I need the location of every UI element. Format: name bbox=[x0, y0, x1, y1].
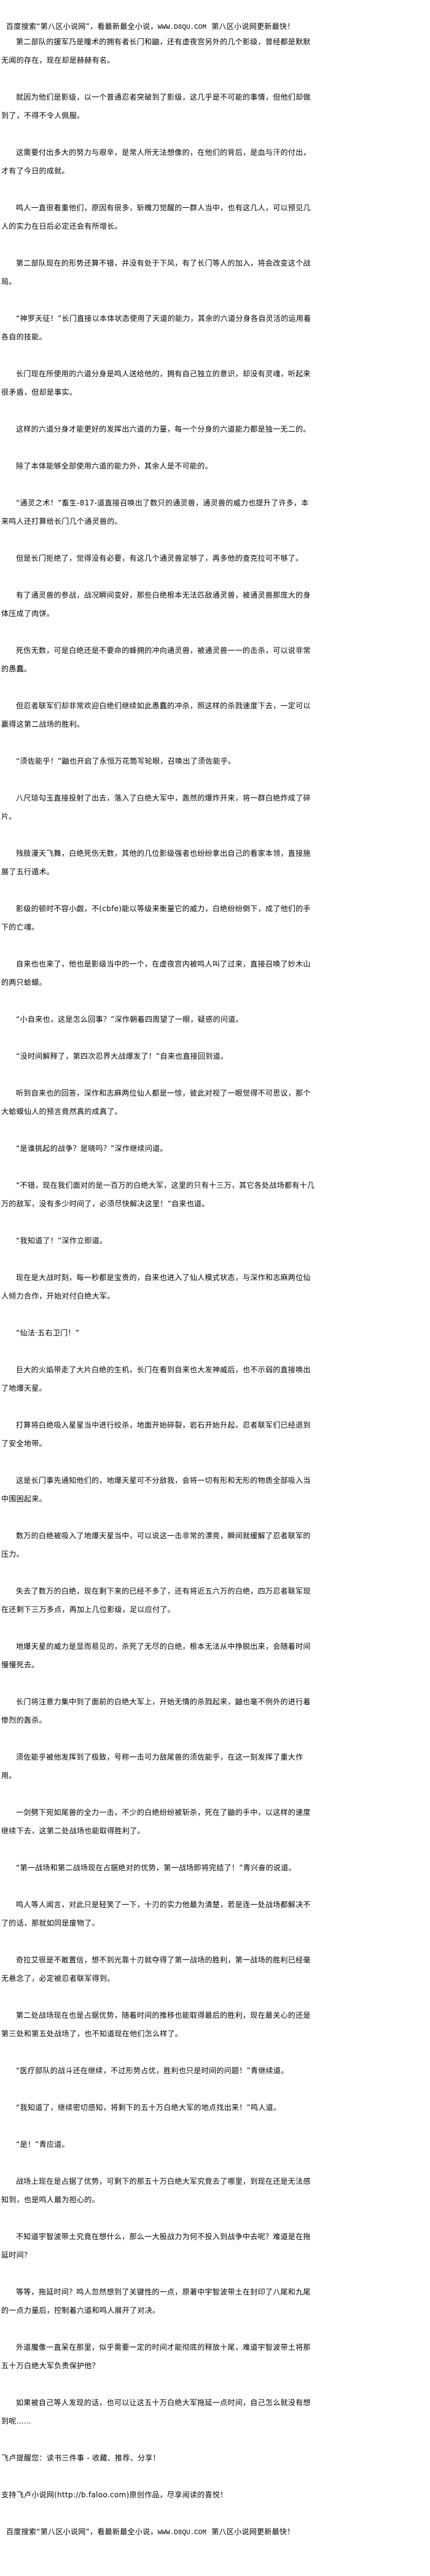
faloo-reminder: 飞卢提醒您：读书三件事 - 收藏、推荐、分享！ bbox=[1, 2454, 160, 2462]
chapter-body: 第二部队的援军乃是瞳术的拥有者长门和鼬，还有虚夜宫另外的几个影级，曾经都是默默无… bbox=[1, 33, 316, 2430]
chapter-paragraph: 听到自来也的回答，深作和志麻两位仙人都是一惊，彼此对视了一眼觉得不可思议，那个大… bbox=[1, 1089, 311, 1116]
chapter-paragraph: “小自来也，这是怎么回事？”深作朝着四周望了一眼，疑惑的问道。 bbox=[16, 1015, 243, 1024]
chapter-paragraph: 须佐能乎被他发挥到了极致，号称一击可力敌尾兽的须佐能乎，在这一刻发挥了重大作用。 bbox=[1, 1753, 303, 1780]
chapter-paragraph: 地爆天星的威力是显而易见的，杀死了无尽的白绝，根本无法从中挣脱出来，会随着时间慢… bbox=[1, 1642, 311, 1669]
chapter-paragraph: “我知道了，继续密切感知，将剩下的五十万白绝大军的地点找出来！”鸣人道。 bbox=[16, 2103, 281, 2112]
site-url-link[interactable]: WWW.D8QU.COM bbox=[157, 2529, 206, 2537]
chapter-paragraph: 巨大的火焰带走了大片白绝的生机，长门在看到自来也大发神威后，也不示弱的直接唤出了… bbox=[1, 1365, 311, 1393]
chapter-paragraph: 如果被自己等人发现的话，也可以让这五十万白绝大军拖延一点时间，自己怎么就没有想到… bbox=[1, 2398, 311, 2425]
chapter-paragraph: 这样的六道分身才能更好的发挥出六道的力量，每一个分身的六道能力都是独一无二的。 bbox=[16, 425, 311, 433]
chapter-paragraph: 奇拉艾很是不敢置信，想不到光靠十刃就夺得了第一战场的胜利，第一战场的胜利已经毫无… bbox=[1, 1956, 311, 1983]
chapter-paragraph: 数万的白绝被吸入了地爆天星当中，可以说这一击非常的漂亮，瞬间就缓解了忍者联军的压… bbox=[1, 1531, 311, 1559]
chapter-paragraph: 外道魔像一直呆在那里，似乎需要一定的时间才能彻底的释放十尾，难道宇智波带土将那五… bbox=[1, 2343, 311, 2370]
chapter-paragraph: 一剑劈下宛如尾兽的全力一击，不少的白绝纷纷被斩杀，死在了鼬的手中，以这样的速度继… bbox=[1, 1808, 311, 1835]
chapter-paragraph: “没时间解释了，第四次忍界大战爆发了！”自来也直接回到道。 bbox=[16, 1052, 229, 1061]
chapter-paragraph: 但是长门拒绝了，觉得没有必要，有这几个通灵兽足够了，再多他的查克拉可不够了。 bbox=[16, 554, 303, 563]
chapter-paragraph: “神罗天征！”长门直接以本体状态使用了天道的能力，其余的六道分身各自灵活的运用着… bbox=[1, 314, 311, 341]
chapter-paragraph: 失去了数万的白绝，现在剩下来的已经不多了，还有将近五六万的白绝，四万忍者联军现在… bbox=[1, 1587, 311, 1614]
chapter-paragraph: “医疗部队的战斗还在继续，不过形势占优，胜利也只是时间的问题！”青继续道。 bbox=[16, 2066, 289, 2075]
chapter-paragraph: 残肢漫天飞舞，白绝死伤无数，其他的几位影级强者也纷纷拿出自己的看家本领，直接施展… bbox=[1, 849, 311, 876]
chapter-paragraph: 长门现在所使用的六道分身是鸣人送给他的，拥有自己独立的意识，却没有灵魂，听起来很… bbox=[1, 369, 311, 397]
chapter-paragraph: 等等，拖延时间？鸣人忽然想到了关键性的一点，原著中宇智波带土在封印了八尾和九尾的… bbox=[1, 2288, 311, 2315]
chapter-paragraph: 这是长门事先通知他们的，地爆天星可不分敌我，会将一切有形和无形的物质全部吸入当中… bbox=[1, 1476, 311, 1503]
chapter-paragraph: 第二部队现在的形势还算不错，并没有处于下风，有了长门等人的加入，将会改变这个战局… bbox=[1, 259, 311, 286]
chapter-paragraph: “我知道了！”深作立即道。 bbox=[16, 1236, 108, 1245]
site-notice-text: 百度搜索“第八区小说网”，看最新最全小说， bbox=[6, 2527, 158, 2536]
site-notice-top: 百度搜索“第八区小说网”，看最新最全小说，WWW.D8QU.COM 第八区小说网… bbox=[1, 17, 316, 33]
chapter-paragraph: 现在是大战时刻，每一秒都是宝贵的，自来也进入了仙人模式状态，与深作和志麻两位仙人… bbox=[1, 1273, 311, 1300]
chapter-paragraph: “是谁挑起的战争？是晓吗？”深作继续问道。 bbox=[16, 1144, 168, 1153]
chapter-paragraph: 第二部队的援军乃是瞳术的拥有者长门和鼬，还有虚夜宫另外的几个影级，曾经都是默默无… bbox=[1, 38, 311, 65]
chapter-paragraph: 鸣人等人闻言，对此只是轻笑了一下，十刃的实力他最为清楚，若是连一处战场都解决不了… bbox=[1, 1900, 311, 1927]
faloo-support-note: 支持飞卢小说网(http://b.faloo.com)原创作品，尽享阅读的喜悦！ bbox=[1, 2491, 228, 2499]
chapter-paragraph: 但忍者联军们却非常欢迎白绝们继续如此愚蠢的冲杀，照这样的杀戮速度下去，一定可以赢… bbox=[1, 701, 311, 729]
chapter-paragraph: “须佐能乎！”鼬也开启了永恒万花筒写轮眼，召唤出了须佐能乎。 bbox=[16, 757, 236, 765]
chapter-paragraph: “通灵之术！”畜生-817-道直接召唤出了数只的通灵兽，通灵兽的威力也提升了许多… bbox=[1, 499, 309, 526]
site-notice-bottom: 百度搜索“第八区小说网”，看最新最全小说，WWW.D8QU.COM 第八区小说网… bbox=[1, 2523, 316, 2542]
chapter-paragraph: “第一战场和第二战场现在占据绝对的优势，第一战场即将完结了！”青兴奋的说道。 bbox=[16, 1863, 296, 1872]
chapter-paragraph: 打算将白绝吸入星星当中进行绞杀，地面开始碎裂，岩石开始升起，忍者联军们已经退到了… bbox=[1, 1421, 311, 1448]
site-notice-text: 百度搜索“第八区小说网”，看最新最全小说， bbox=[6, 22, 158, 31]
chapter-paragraph: 自来也也来了，他也是影级当中的一个，在虚夜宫内被鸣人叫了过来，直接召唤了妙木山的… bbox=[1, 960, 311, 987]
chapter-paragraph: 除了本体能够全部使用六道的能力外，其余人是不可能的。 bbox=[16, 462, 213, 470]
chapter-paragraph: 不知道宇智波带土究竟在想什么，那么一大股战力为何不投入到战争中去呢？难道是在拖延… bbox=[1, 2232, 311, 2259]
chapter-paragraph: 死伤无数，可是白绝还是不要命的蜂拥的冲向通灵兽，被通灵兽一一的击杀，可以说非常的… bbox=[1, 646, 311, 673]
chapter-paragraph: “是！”青应道。 bbox=[16, 2140, 69, 2149]
chapter-paragraph: 第二处战场现在也是占据优势，随着时间的推移也能取得最后的胜利，现在最关心的还是第… bbox=[1, 2011, 311, 2038]
chapter-paragraph: 有了通灵兽的参战，战况瞬间变好，那些白绝根本无法匹敌通灵兽，被通灵兽那庞大的身体… bbox=[1, 591, 311, 618]
chapter-paragraph: 长门将注意力集中到了面前的白绝大军上，开始无情的杀戮起来，鼬也毫不例外的进行着惨… bbox=[1, 1697, 311, 1725]
chapter-paragraph: “仙法·五右卫门！” bbox=[16, 1329, 80, 1337]
chapter-paragraph: 鸣人一直很看重他们，原因有很多，斩魄刀觉醒的一群人当中，也有这几人，可以预见几人… bbox=[1, 203, 311, 231]
chapter-paragraph: 就因为他们是影级，以一个普通忍者突破到了影级，这几乎是不可能的事情，但他们却做到… bbox=[1, 93, 311, 120]
chapter-page: 百度搜索“第八区小说网”，看最新最全小说，WWW.D8QU.COM 第八区小说网… bbox=[1, 17, 316, 2542]
chapter-paragraph: “不错，现在我们面对的是一百万的白绝大军，这里的只有十三万，其它各处战场都有十几… bbox=[1, 1181, 315, 1208]
chapter-paragraph: 八尺琼勾玉直接投射了出去，落入了白绝大军中，轰然的爆炸开来，将一群白绝炸成了碎片… bbox=[1, 794, 311, 821]
site-url-link[interactable]: WWW.D8QU.COM bbox=[157, 24, 206, 31]
chapter-paragraph: 影级的顿时不容小觑，不(cbfe)能以等级来衡量它的威力，白绝纷纷倒下，成了他们… bbox=[1, 904, 311, 931]
chapter-paragraph: 这需要付出多大的努力与艰辛，是常人所无法想像的，在他们的背后，是血与汗的付出，才… bbox=[1, 148, 311, 175]
chapter-paragraph: 战场上现在是占据了优势，可剩下的那五十万白绝大军究竟去了哪里，到现在还是无法感知… bbox=[1, 2177, 311, 2204]
site-notice-suffix: 第八区小说网更新最快！ bbox=[206, 2527, 295, 2536]
site-notice-suffix: 第八区小说网更新最快！ bbox=[206, 22, 295, 31]
